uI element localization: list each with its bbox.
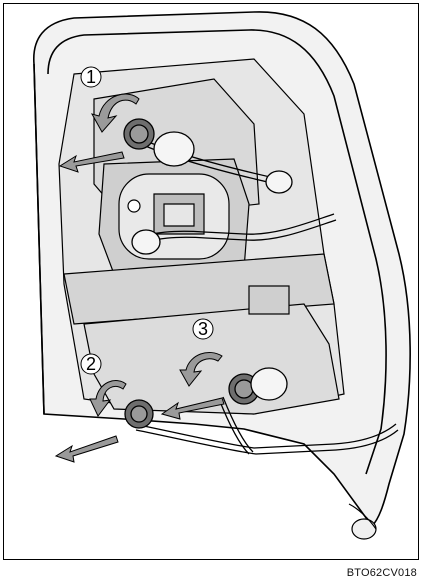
- lower-left-socket: [125, 400, 153, 428]
- callout-1-label: 1: [86, 67, 96, 87]
- callout-2-label: 2: [86, 354, 96, 374]
- callout-3: 3: [193, 319, 213, 339]
- pull-arrow-2: [56, 436, 118, 462]
- illustration-frame: 1 2 3: [3, 3, 419, 560]
- callout-1: 1: [81, 67, 101, 87]
- callout-2: 2: [81, 354, 101, 374]
- rear-combination-lamp-illustration: 1 2 3: [4, 4, 420, 561]
- callout-3-label: 3: [198, 319, 208, 339]
- figure-code: BTO62CV018: [347, 567, 417, 579]
